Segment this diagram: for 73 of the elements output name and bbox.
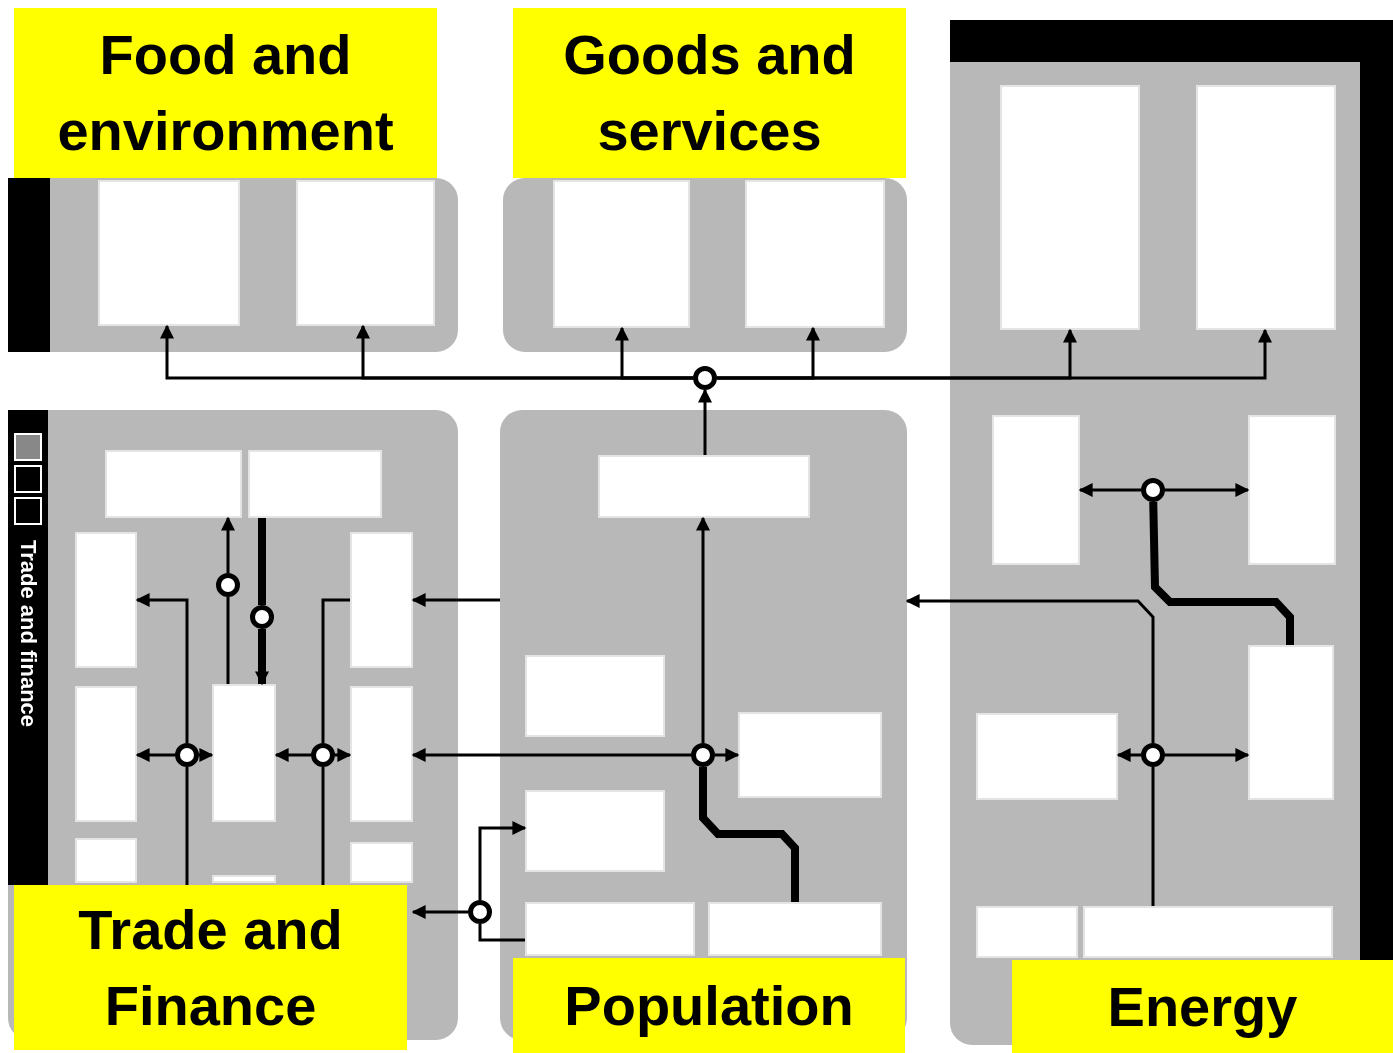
connector-line <box>1149 501 1294 645</box>
hub-circle <box>1141 478 1165 502</box>
connector-line <box>226 597 230 684</box>
connector-line <box>258 518 266 605</box>
input-card <box>296 180 435 326</box>
input-card <box>745 180 885 328</box>
arrow <box>274 748 311 762</box>
panel-title: Trade and Finance <box>14 885 407 1050</box>
hub-circle <box>311 743 335 767</box>
hub-circle <box>216 573 240 597</box>
connector-line <box>185 767 189 885</box>
arrow <box>1165 483 1250 497</box>
arrow <box>615 326 693 380</box>
input-card <box>212 875 276 883</box>
arrow <box>696 516 710 743</box>
arrow <box>905 594 1155 743</box>
arrow <box>135 593 189 743</box>
arrow <box>478 821 527 900</box>
panel-title: Food and environment <box>14 8 437 178</box>
input-card <box>553 180 690 328</box>
input-card <box>105 450 242 518</box>
arrow <box>135 748 175 762</box>
input-card <box>350 686 413 822</box>
input-card <box>1196 85 1336 330</box>
arrow <box>411 593 500 607</box>
connector-line <box>699 767 799 902</box>
arrow <box>411 748 691 762</box>
hub-circle <box>468 900 492 924</box>
arrow <box>221 516 235 573</box>
connector-line <box>478 924 525 942</box>
hub-circle <box>691 743 715 767</box>
input-card <box>75 532 137 668</box>
arrow <box>698 388 712 455</box>
connector-line <box>321 767 325 885</box>
connector-line <box>321 598 350 743</box>
input-card <box>976 713 1118 800</box>
input-card <box>248 450 382 518</box>
arrow <box>1165 748 1250 762</box>
input-card <box>525 790 665 872</box>
panel-title: Population <box>513 958 905 1053</box>
input-card <box>992 415 1080 565</box>
hub-circle <box>175 743 199 767</box>
arrow <box>335 748 352 762</box>
panel-title: Energy <box>1012 960 1393 1053</box>
input-card <box>525 655 665 737</box>
input-card <box>1083 906 1333 958</box>
arrow <box>255 629 269 686</box>
arrow <box>715 748 740 762</box>
input-card <box>212 684 276 822</box>
arrow <box>1078 483 1141 497</box>
input-card <box>1248 645 1334 800</box>
input-card <box>1248 415 1336 565</box>
input-card <box>350 842 413 883</box>
hub-circle <box>250 605 274 629</box>
panel-title: Goods and services <box>513 8 906 178</box>
input-card <box>708 902 882 956</box>
input-card <box>75 686 137 822</box>
input-card <box>98 180 240 326</box>
input-card <box>738 712 882 798</box>
input-card <box>598 455 810 518</box>
input-card <box>75 838 137 883</box>
hub-circle <box>1141 743 1165 767</box>
arrow <box>199 748 214 762</box>
arrow <box>411 905 468 919</box>
strip-title: Trade and finance <box>15 540 42 730</box>
arrow <box>717 328 1272 380</box>
arrow <box>1116 748 1141 762</box>
input-card <box>976 906 1078 958</box>
hub-circle <box>693 366 717 390</box>
input-card <box>525 902 695 956</box>
connector-line <box>1151 767 1155 906</box>
input-card <box>1000 85 1140 330</box>
input-card <box>350 532 413 668</box>
